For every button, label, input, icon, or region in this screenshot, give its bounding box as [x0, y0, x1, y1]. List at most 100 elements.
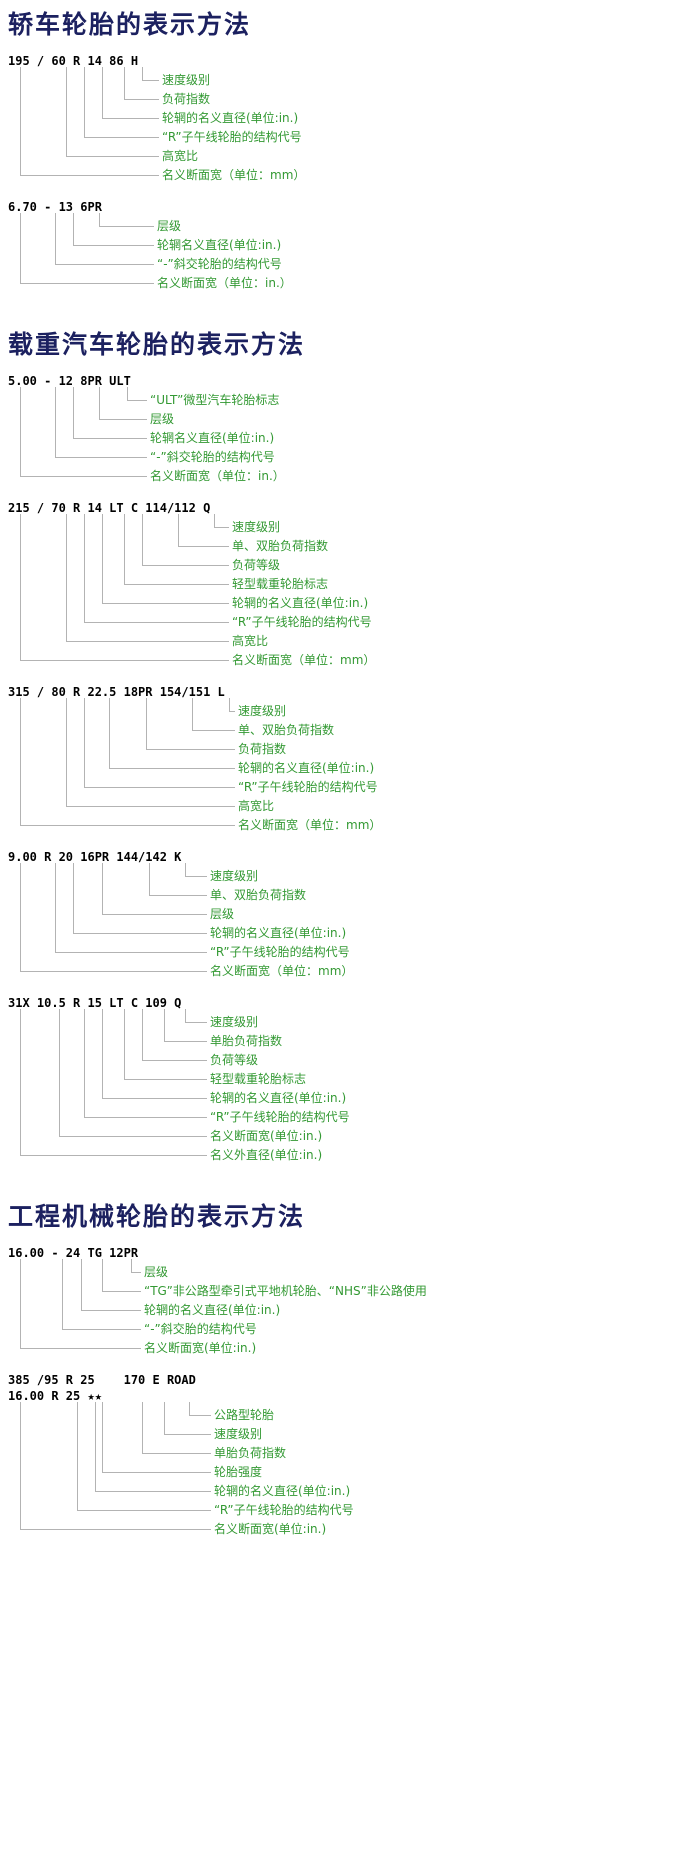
connector-line: [20, 213, 154, 284]
spec-label: “R”子午线轮胎的结构代号: [232, 615, 372, 629]
spec-label: 轮辋的名义直径(单位:in.): [214, 1484, 351, 1498]
tire-example: 16.00 - 24 TG 12PR 层级 “TG”非公路型牵引式平地机轮胎、“NH…: [8, 1246, 675, 1365]
spec-label: 轮胎强度: [214, 1465, 263, 1479]
spec-label: 层级: [150, 412, 175, 426]
spec-label: 名义断面宽（单位：mm）: [162, 168, 306, 182]
connector-line: [142, 514, 229, 566]
connector-line: [189, 1402, 211, 1416]
connector-line: [99, 387, 147, 420]
connector-line: [185, 1009, 207, 1023]
connector-line: [131, 1259, 141, 1273]
connector-line: [77, 1402, 211, 1511]
tire-size-code: 16.00 - 24 TG 12PR: [8, 1246, 139, 1260]
connector-line: [229, 698, 235, 712]
connector-line: [142, 1009, 207, 1061]
connector-line: [142, 67, 159, 81]
spec-label: 轮辋的名义直径(单位:in.): [210, 1091, 347, 1105]
spec-label: 单胎负荷指数: [210, 1034, 283, 1048]
spec-label: “R”子午线轮胎的结构代号: [210, 945, 350, 959]
connector-line: [109, 698, 235, 769]
connector-line: [66, 514, 229, 642]
spec-label: 轮辋的名义直径(单位:in.): [144, 1303, 281, 1317]
connector-line: [20, 698, 235, 826]
spec-label: 单、双胎负荷指数: [210, 888, 307, 902]
spec-label: 轮辋名义直径(单位:in.): [157, 238, 282, 252]
spec-label: 速度级别: [210, 1015, 259, 1029]
connector-line: [20, 1009, 207, 1156]
spec-label: 轮辋的名义直径(单位:in.): [210, 926, 347, 940]
spec-label: “ULT”微型汽车轮胎标志: [150, 393, 280, 407]
connector-line: [102, 863, 207, 915]
connector-line: [20, 1402, 211, 1530]
spec-label: 负荷等级: [210, 1053, 259, 1067]
connector-line: [59, 1009, 207, 1137]
connector-line: [81, 1259, 141, 1311]
tire-size-code: 315 / 80 R 22.5 18PR 154/151 L: [8, 685, 225, 699]
spec-label: 层级: [144, 1265, 169, 1279]
spec-label: 负荷等级: [232, 558, 281, 572]
spec-label: “-”斜交胎的结构代号: [144, 1322, 257, 1336]
connector-line: [55, 213, 154, 265]
spec-label: 名义断面宽（单位：mm）: [232, 653, 376, 667]
section-truck-tires: 载重汽车轮胎的表示方法 5.00 - 12 8PR ULT“ULT”微型汽车轮胎…: [8, 328, 675, 1172]
connector-line: [55, 863, 207, 953]
examples-group: 5.00 - 12 8PR ULT“ULT”微型汽车轮胎标志层级轮辋名义直径(单…: [8, 374, 675, 1172]
spec-label: 名义断面宽（单位：in.）: [150, 469, 285, 483]
tire-size-code: 9.00 R 20 16PR 144/142 K: [8, 850, 182, 864]
connector-line: [62, 1259, 141, 1330]
spec-label: 速度级别: [214, 1427, 263, 1441]
spec-label: “TG”非公路型牵引式平地机轮胎、“NHS”非公路使用: [144, 1284, 427, 1298]
connector-line: [164, 1009, 207, 1042]
spec-label: 单胎负荷指数: [214, 1446, 287, 1460]
tire-size-code: 31X 10.5 R 15 LT C 109 Q: [8, 996, 182, 1010]
tire-size-code: 195 / 60 R 14 86 H: [8, 54, 139, 68]
spec-label: “-”斜交轮胎的结构代号: [157, 257, 282, 271]
spec-label: 轻型载重轮胎标志: [232, 577, 329, 591]
connector-line: [20, 1259, 141, 1349]
connector-line: [95, 1402, 211, 1492]
spec-label: 层级: [157, 219, 182, 233]
connector-line: [142, 1402, 211, 1454]
spec-label: 高宽比: [232, 634, 269, 648]
connector-line: [99, 213, 154, 227]
spec-label: 名义外直径(单位:in.): [210, 1148, 323, 1162]
connector-line: [20, 863, 207, 972]
connector-line: [20, 67, 159, 176]
spec-label: 名义断面宽（单位：mm）: [210, 964, 354, 978]
connector-line: [102, 514, 229, 604]
tire-size-code: 385 /95 R 25 170 E ROAD: [8, 1373, 196, 1387]
connector-line: [149, 863, 207, 896]
connector-line: [164, 1402, 211, 1435]
connector-line: [66, 67, 159, 157]
spec-label: 轮辋的名义直径(单位:in.): [162, 111, 299, 125]
spec-label: 名义断面宽（单位：in.）: [157, 276, 292, 290]
spec-label: 轮辋名义直径(单位:in.): [150, 431, 275, 445]
spec-label: 层级: [210, 907, 235, 921]
connector-line: [66, 698, 235, 807]
spec-label: “R”子午线轮胎的结构代号: [210, 1110, 350, 1124]
connector-line: [102, 1009, 207, 1099]
connector-line: [185, 863, 207, 877]
spec-label: 名义断面宽(单位:in.): [214, 1522, 327, 1536]
spec-label: 速度级别: [232, 520, 281, 534]
connector-line: [20, 387, 147, 477]
section-heading: 载重汽车轮胎的表示方法: [8, 330, 306, 359]
spec-label: 负荷指数: [238, 742, 287, 756]
spec-label: 名义断面宽(单位:in.): [144, 1341, 257, 1355]
spec-label: 名义断面宽（单位：mm）: [238, 818, 382, 832]
connector-line: [55, 387, 147, 458]
spec-label: 速度级别: [162, 73, 211, 87]
tire-example: 5.00 - 12 8PR ULT“ULT”微型汽车轮胎标志层级轮辋名义直径(单…: [8, 374, 675, 493]
connector-line: [73, 863, 207, 934]
spec-label: 高宽比: [238, 799, 275, 813]
connector-line: [73, 387, 147, 439]
